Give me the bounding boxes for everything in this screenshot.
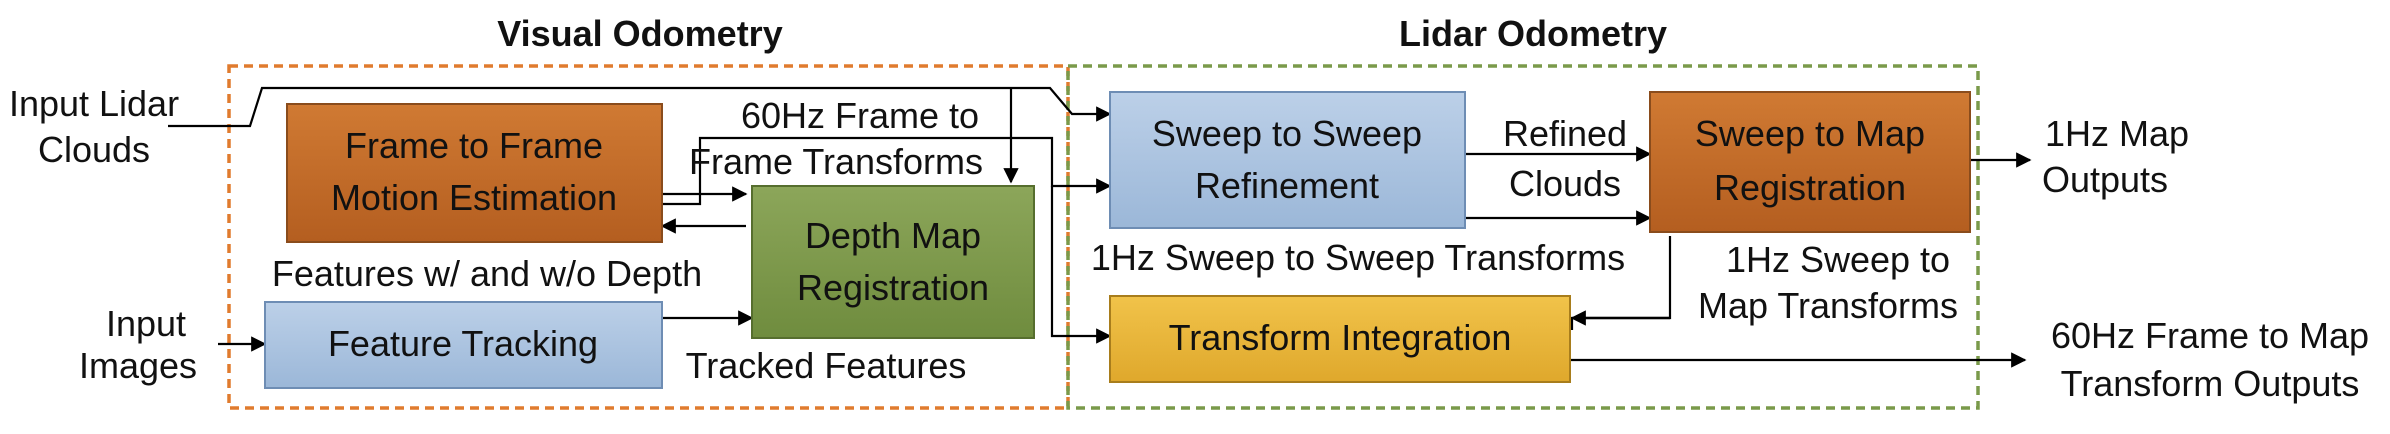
sweep-to-sweep-label: Sweep to Sweep <box>1152 113 1422 154</box>
transform-integration-box: Transform Integration <box>1109 295 1571 383</box>
input-images-label-line2: Images <box>79 345 197 386</box>
feature-tracking-label: Feature Tracking <box>328 323 598 364</box>
refined-clouds-label-line2: Clouds <box>1509 163 1621 204</box>
f2f-to-integration-arrow <box>1050 186 1112 344</box>
connectors <box>168 86 2032 368</box>
depth-map-registration-box: Depth Map Registration <box>751 185 1035 339</box>
feature-tracking-box: Feature Tracking <box>264 301 663 389</box>
s2m-transforms-label: 1Hz Sweep to <box>1726 239 1950 280</box>
transform-outputs-label-line2: Transform Outputs <box>2061 363 2360 404</box>
s2s-transforms-label: 1Hz Sweep to Sweep Transforms <box>1091 237 1625 278</box>
sweep-to-sweep-refinement-box: Sweep to Sweep Refinement <box>1109 91 1466 229</box>
tracked-features-label: Tracked Features <box>686 345 967 386</box>
s2m-transforms-label-line2: Map Transforms <box>1698 285 1958 326</box>
depth-map-label: Depth Map <box>805 215 981 256</box>
sweep-to-map-label: Sweep to Map <box>1695 113 1925 154</box>
lidar-odometry-group <box>1066 64 1980 410</box>
refinement-label: Refinement <box>1195 165 1379 206</box>
motion-estimation-label: Motion Estimation <box>331 177 617 218</box>
map-outputs-label: 1Hz Map <box>2045 113 2189 154</box>
lidar-input-line <box>168 86 1112 128</box>
lidar-odometry-title: Lidar Odometry <box>1399 13 1667 54</box>
transform-integration-label: Transform Integration <box>1169 317 1512 358</box>
registration-label: Registration <box>797 267 989 308</box>
f2f-transforms-label-line2: Frame Transforms <box>689 141 983 182</box>
frame-to-frame-motion-box: Frame to Frame Motion Estimation <box>286 103 663 243</box>
f2f-transforms-arrow <box>662 136 1112 206</box>
input-lidar-label-line2: Clouds <box>38 129 150 170</box>
frame-to-frame-label: Frame to Frame <box>345 125 603 166</box>
features-depth-label: Features w/ and w/o Depth <box>272 253 702 294</box>
visual-odometry-title: Visual Odometry <box>497 13 782 54</box>
f2f-transforms-label: 60Hz Frame to <box>741 95 979 136</box>
input-lidar-label: Input Lidar <box>9 83 179 124</box>
transform-outputs-label: 60Hz Frame to Map <box>2051 315 2369 356</box>
input-images-label: Input <box>106 303 186 344</box>
s2m-registration-label: Registration <box>1714 167 1906 208</box>
map-outputs-label-line2: Outputs <box>2042 159 2168 200</box>
sweep-to-map-registration-box: Sweep to Map Registration <box>1649 91 1971 233</box>
refined-clouds-label: Refined <box>1503 113 1627 154</box>
